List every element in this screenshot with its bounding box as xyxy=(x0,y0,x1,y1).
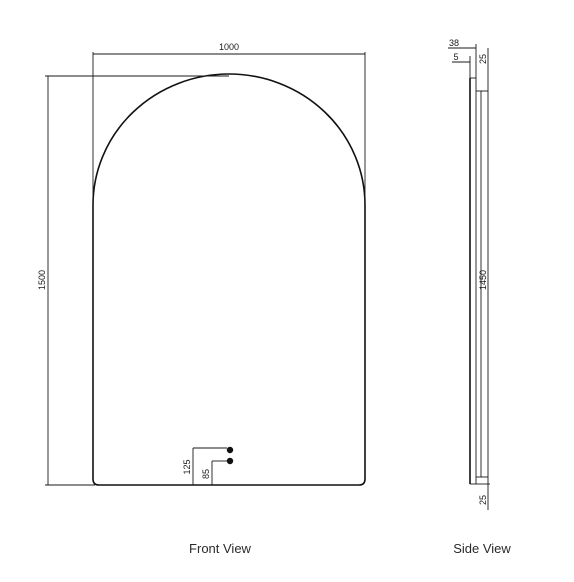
sensor-label-125: 125 xyxy=(182,459,192,474)
top-inset-label: 25 xyxy=(478,54,488,64)
sensor-dot-lower xyxy=(226,457,234,465)
height-dimension: 1500 xyxy=(37,75,229,486)
front-view-caption: Front View xyxy=(189,541,252,556)
offset-label: 5 xyxy=(453,52,458,62)
width-dimension: 1000 xyxy=(92,42,366,205)
sensor-dot-upper xyxy=(226,446,234,454)
inner-height-dimension: 1450 xyxy=(478,270,488,290)
bottom-inset-dimension: 25 xyxy=(476,477,490,510)
offset-dimension: 5 xyxy=(452,52,471,78)
side-view-caption: Side View xyxy=(453,541,511,556)
inner-height-label: 1450 xyxy=(478,270,488,290)
mirror-outline xyxy=(92,73,366,486)
side-view: 38 5 25 1450 25 Side View xyxy=(448,38,511,556)
sensor-dimensions: 125 85 xyxy=(182,446,234,485)
front-view: 1000 1500 125 85 Front View xyxy=(37,42,366,556)
height-label: 1500 xyxy=(37,270,47,290)
top-inset-dimension: 25 xyxy=(478,48,489,91)
depth-label: 38 xyxy=(449,38,459,48)
width-label: 1000 xyxy=(219,42,239,52)
bottom-inset-label: 25 xyxy=(478,495,488,505)
depth-dimension: 38 xyxy=(448,38,477,78)
side-profile xyxy=(469,77,489,485)
sensor-label-85: 85 xyxy=(201,469,211,479)
